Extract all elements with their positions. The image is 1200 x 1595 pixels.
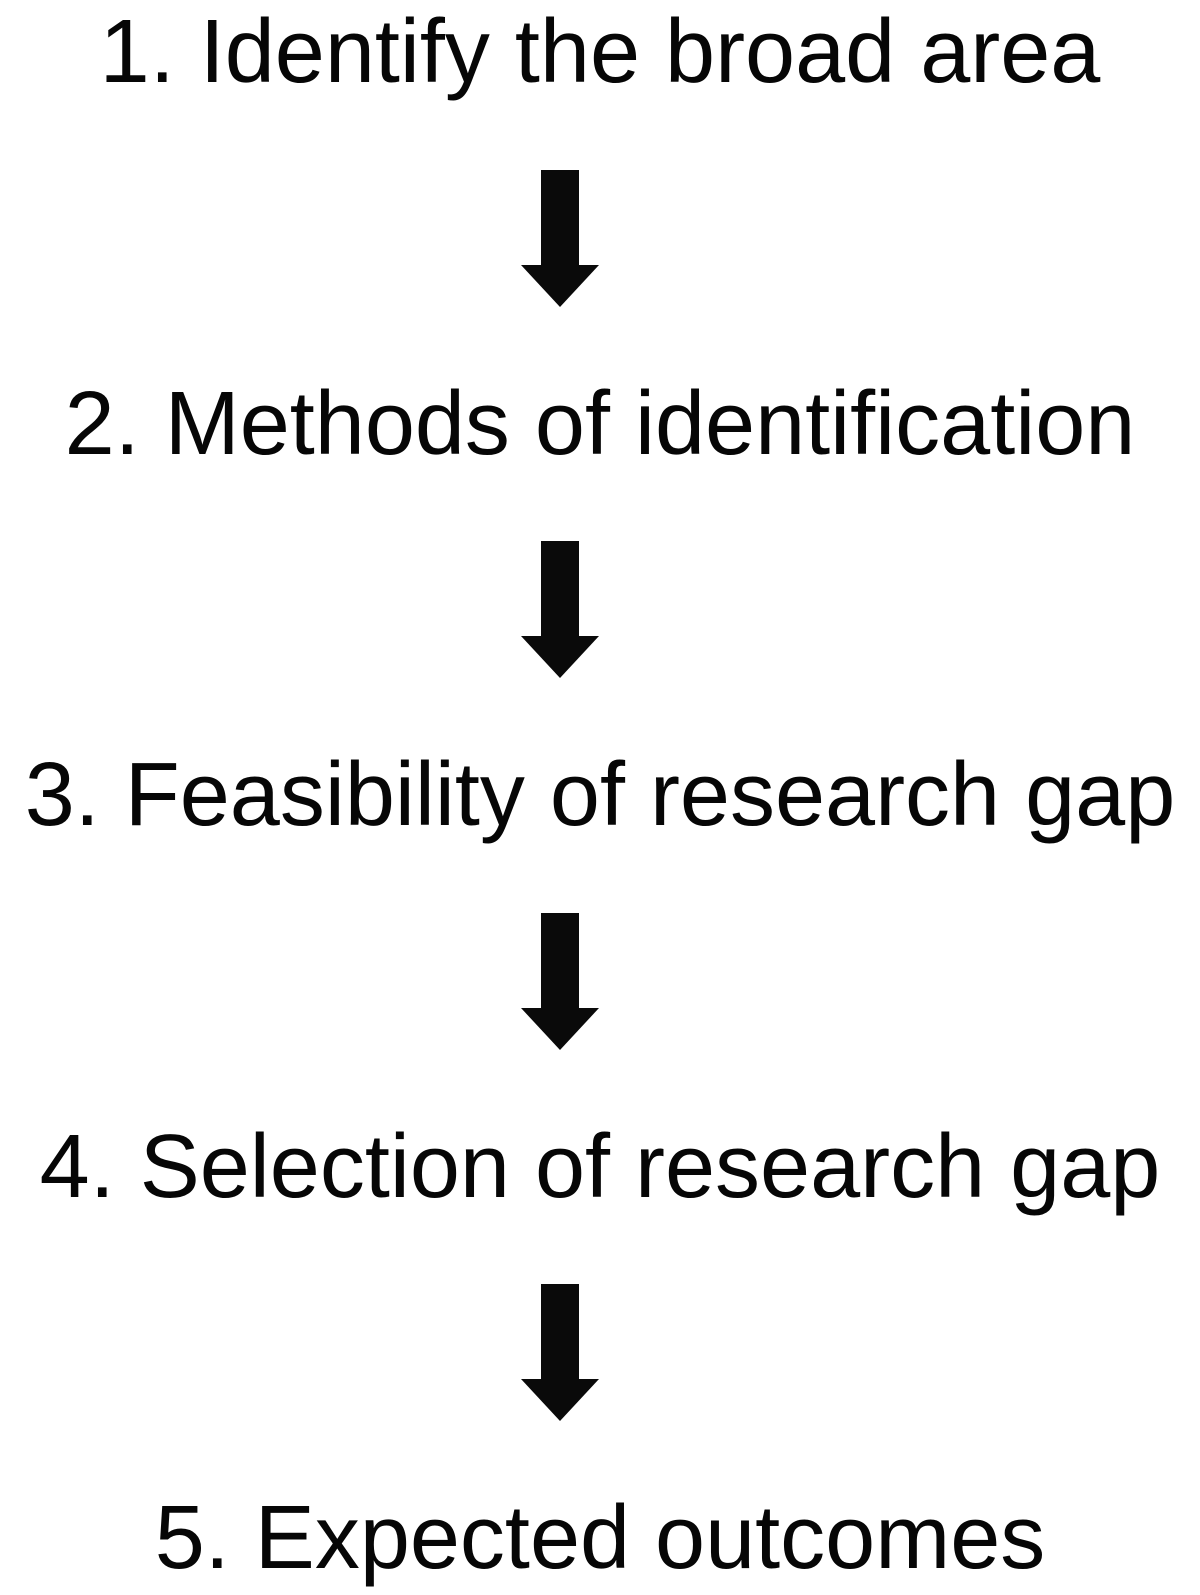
arrow-head <box>521 1007 599 1050</box>
arrow-head <box>521 636 599 679</box>
arrow-shaft <box>541 912 579 1008</box>
arrow-head <box>521 1379 599 1422</box>
down-arrow-icon <box>521 541 599 679</box>
arrow-shaft <box>541 169 579 265</box>
flow-step-1: 1. Identify the broad area <box>99 2 1101 102</box>
down-arrow-icon <box>521 169 599 307</box>
arrow-shaft <box>541 1284 579 1380</box>
arrow-shaft <box>541 541 579 637</box>
flow-step-5: 5. Expected outcomes <box>154 1488 1046 1589</box>
down-arrow-icon <box>521 1284 599 1422</box>
flow-step-2: 2. Methods of identification <box>64 373 1136 474</box>
down-arrow-icon <box>521 912 599 1050</box>
arrow-head <box>521 264 599 307</box>
flow-step-3: 3. Feasibility of research gap <box>24 745 1176 846</box>
flow-step-4: 4. Selection of research gap <box>39 1116 1161 1217</box>
